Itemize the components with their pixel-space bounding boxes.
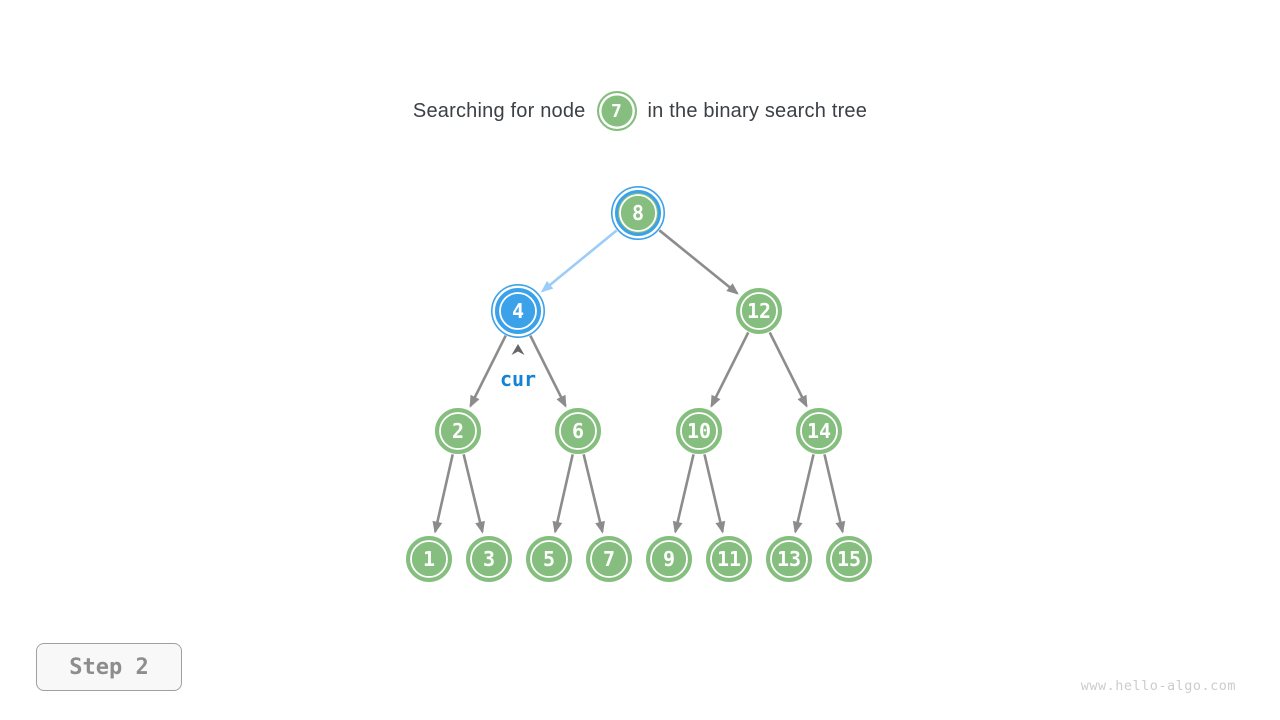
tree-node-value: 3 — [483, 547, 495, 571]
tree-node-value: 5 — [543, 547, 555, 571]
tree-node-8: 8 — [610, 186, 665, 241]
tree-edge-12-10 — [710, 331, 750, 408]
diagram-title: Searching for node 7 in the binary searc… — [0, 89, 1280, 133]
tree-edge-4-6 — [529, 335, 567, 408]
tree-edge-6-5 — [552, 454, 574, 534]
tree-node-value: 13 — [777, 547, 801, 571]
watermark: www.hello-algo.com — [1080, 678, 1236, 694]
tree-edge-12-14 — [768, 331, 808, 408]
tree-node-15: 15 — [826, 536, 872, 582]
tree-node-value: 15 — [837, 547, 861, 571]
tree-node-2: 2 — [435, 408, 481, 454]
tree-node-value: 9 — [663, 547, 675, 571]
tree-node-value: 8 — [632, 201, 644, 225]
tree-node-1: 1 — [406, 536, 452, 582]
tree-node-10: 10 — [676, 408, 722, 454]
tree-node-5: 5 — [526, 536, 572, 582]
tree-node-value: 1 — [423, 547, 435, 571]
tree-edge-2-1 — [432, 454, 454, 534]
title-target-node: 7 — [596, 91, 637, 131]
tree-node-7: 7 — [586, 536, 632, 582]
tree-node-value: 4 — [512, 299, 524, 323]
tree-node-13: 13 — [766, 536, 812, 582]
step-badge: Step 2 — [36, 643, 182, 691]
cur-pointer-arrow-icon — [511, 344, 525, 355]
tree-edge-8-12 — [658, 229, 739, 295]
tree-node-value: 14 — [807, 419, 831, 443]
tree-node-14: 14 — [796, 408, 842, 454]
tree-node-value: 11 — [717, 547, 741, 571]
tree-node-12: 12 — [736, 288, 782, 334]
step-label: Step 2 — [69, 654, 149, 680]
tree-node-value: 12 — [747, 299, 771, 323]
tree-node-value: 6 — [572, 419, 584, 443]
tree-node-11: 11 — [706, 536, 752, 582]
title-prefix: Searching for node — [412, 99, 586, 122]
cur-pointer-label: cur — [500, 367, 536, 391]
tree-edge-8-4 — [540, 229, 618, 293]
tree-node-6: 6 — [555, 408, 601, 454]
tree-edge-14-15 — [823, 454, 846, 534]
tree-node-value: 10 — [687, 419, 711, 443]
tree-edge-2-3 — [462, 454, 485, 534]
tree-node-3: 3 — [466, 536, 512, 582]
tree-node-value: 2 — [452, 419, 464, 443]
title-suffix: in the binary search tree — [647, 99, 868, 122]
title-target-value: 7 — [610, 100, 623, 122]
tree-edge-10-9 — [672, 454, 695, 534]
tree-edge-6-7 — [582, 454, 605, 534]
tree-edge-14-13 — [792, 454, 815, 534]
tree-node-value: 7 — [603, 547, 615, 571]
tree-node-9: 9 — [646, 536, 692, 582]
tree-node-4: 4 — [490, 283, 545, 338]
tree-edge-4-2 — [469, 335, 507, 408]
tree-edge-10-11 — [703, 454, 726, 534]
